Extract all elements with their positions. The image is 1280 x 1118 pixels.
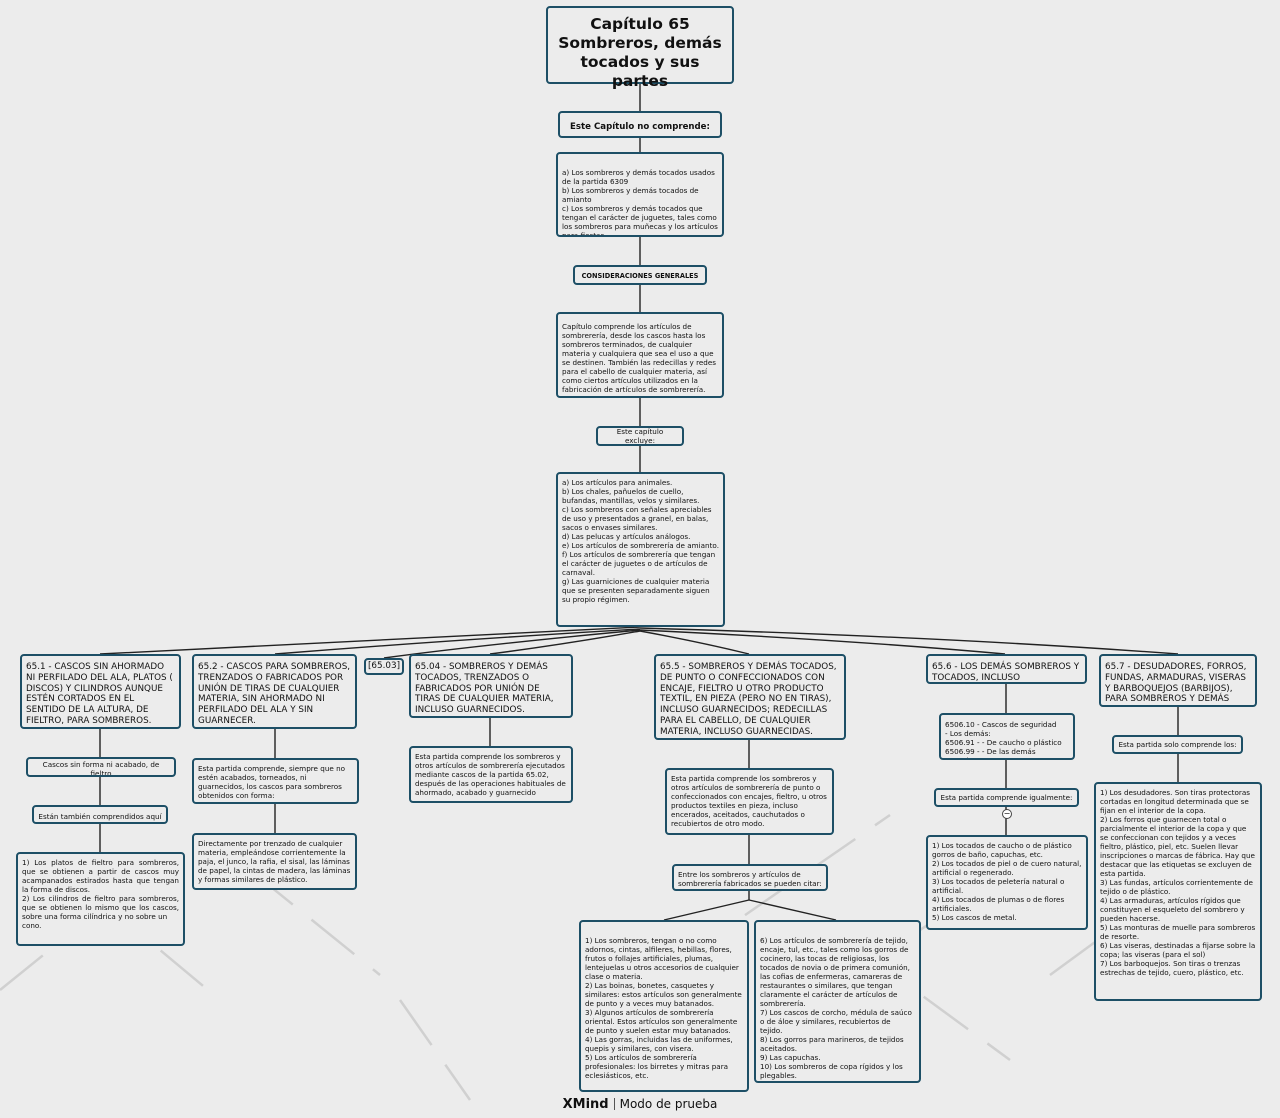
heading-6505[interactable]: 65.5 - SOMBREROS Y DEMÁS TOCADOS, DE PUN… xyxy=(654,654,846,740)
h6505-list-right[interactable]: 6) Los artículos de sombrerería de tejid… xyxy=(754,920,921,1083)
h6504-description[interactable]: Esta partida comprende los sombreros y o… xyxy=(409,746,573,803)
heading-6504[interactable]: 65.04 - SOMBREROS Y DEMÁS TOCADOS, TRENZ… xyxy=(409,654,573,718)
h6505-list-left[interactable]: 1) Los sombreros, tengan o no como adorn… xyxy=(579,920,749,1092)
h6507-solo-comprende[interactable]: Esta partida solo comprende los: xyxy=(1112,735,1243,754)
h6506-subheadings[interactable]: 6506.10 - Cascos de seguridad - Los demá… xyxy=(939,713,1075,760)
heading-6501[interactable]: 65.1 - CASCOS SIN AHORMADO NI PERFILADO … xyxy=(20,654,181,729)
h6506-comprende-igualmente[interactable]: Esta partida comprende igualmente: xyxy=(934,788,1079,807)
collapse-toggle-icon[interactable]: − xyxy=(1002,809,1012,819)
h6501-cascos-sin-forma[interactable]: Cascos sin forma ni acabado, de fieltro xyxy=(26,757,176,777)
excluye-topic[interactable]: Este capítulo excluye: xyxy=(596,426,684,446)
h6505-description[interactable]: Esta partida comprende los sombreros y o… xyxy=(665,768,834,835)
heading-6506[interactable]: 65.6 - LOS DEMÁS SOMBREROS Y TOCADOS, IN… xyxy=(926,654,1087,684)
h6502-detail[interactable]: Directamente por trenzado de cualquier m… xyxy=(192,833,357,890)
heading-6502[interactable]: 65.2 - CASCOS PARA SOMBREROS, TRENZADOS … xyxy=(192,654,357,729)
h6507-list[interactable]: 1) Los desudadores. Son tiras protectora… xyxy=(1094,782,1262,1001)
footer-separator xyxy=(613,1098,615,1110)
comprende-text[interactable]: Capítulo comprende los artículos de somb… xyxy=(556,312,724,398)
heading-6507[interactable]: 65.7 - DESUDADORES, FORROS, FUNDAS, ARMA… xyxy=(1099,654,1257,707)
excluye-list[interactable]: a) Los artículos para animales. b) Los c… xyxy=(556,472,725,627)
heading-6503[interactable]: [65.03] xyxy=(364,658,404,675)
h6506-list[interactable]: 1) Los tocados de caucho o de plástico g… xyxy=(926,835,1088,930)
h6501-tambien-comprendidos[interactable]: Están también comprendidos aquí xyxy=(32,805,168,824)
consideraciones-topic[interactable]: CONSIDERACIONES GENERALES xyxy=(573,265,707,285)
trial-footer: XMind Modo de prueba xyxy=(0,1097,1280,1112)
h6505-entre-sombreros[interactable]: Entre los sombreros y artículos de sombr… xyxy=(672,864,828,891)
no-comprende-list[interactable]: a) Los sombreros y demás tocados usados … xyxy=(556,152,724,237)
xmind-logo: XMind xyxy=(562,1097,609,1112)
h6502-description[interactable]: Esta partida comprende, siempre que no e… xyxy=(192,758,359,804)
central-topic[interactable]: Capítulo 65 Sombreros, demás tocados y s… xyxy=(546,6,734,90)
h6501-list[interactable]: 1) Los platos de fieltro para sombreros,… xyxy=(16,852,185,946)
no-comprende-topic[interactable]: Este Capítulo no comprende: xyxy=(558,111,722,138)
trial-mode-label: Modo de prueba xyxy=(619,1097,718,1111)
